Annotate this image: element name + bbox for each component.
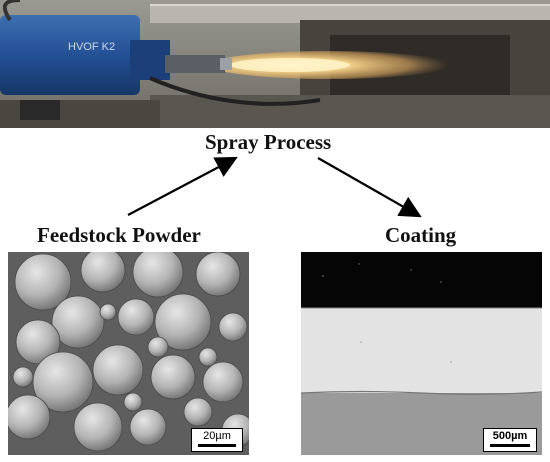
coating-cross-section-image: 500µm <box>301 252 542 455</box>
coating-scale-line <box>490 444 530 447</box>
powder-particle <box>129 408 167 446</box>
powder-particle <box>154 293 212 351</box>
powder-particle <box>80 252 126 293</box>
gun-label: HVOF K2 <box>68 41 115 53</box>
powder-sem-image: 20µm <box>8 252 249 455</box>
powder-particle <box>132 252 184 298</box>
powder-particle <box>218 312 248 342</box>
feedstock-powder-label: Feedstock Powder <box>37 223 201 247</box>
powder-particle <box>12 366 34 388</box>
powder-particle <box>183 397 213 427</box>
spray-process-photo: HVOF K2 <box>0 0 550 128</box>
powder-particle <box>150 354 196 400</box>
coating-scale-label: 500µm <box>492 430 528 442</box>
powder-particle <box>123 392 143 412</box>
powder-particle <box>99 303 117 321</box>
powder-particle <box>32 351 94 413</box>
spray-process-label: Spray Process <box>205 130 332 154</box>
powder-particle <box>195 252 241 297</box>
powder-particle <box>8 394 51 440</box>
powder-particle <box>147 336 169 358</box>
arrow-spray-to-coating <box>317 157 422 218</box>
powder-particle <box>51 295 105 349</box>
powder-particle <box>73 402 123 452</box>
coating-label: Coating <box>385 223 457 247</box>
powder-particle <box>198 347 218 367</box>
arrow-powder-to-spray <box>127 156 238 216</box>
coating-scale-bar: 500µm <box>483 428 537 452</box>
powder-particle <box>92 344 144 396</box>
powder-particle <box>14 253 72 311</box>
powder-particle <box>202 361 244 403</box>
powder-scale-label: 20µm <box>203 430 231 442</box>
powder-particle <box>117 298 155 336</box>
powder-scale-line <box>198 444 236 447</box>
powder-particle <box>15 319 61 365</box>
powder-scale-bar: 20µm <box>191 428 243 452</box>
